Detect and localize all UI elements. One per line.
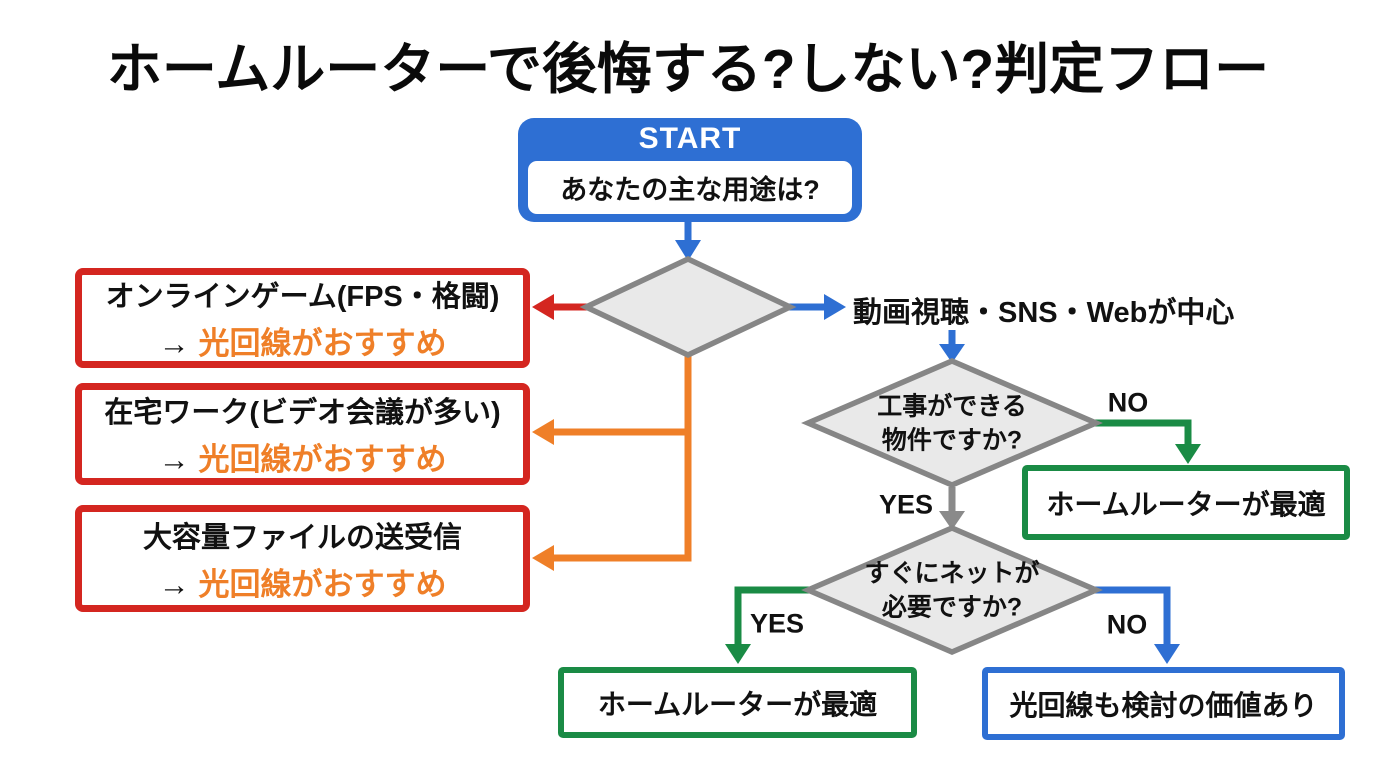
decision-construction-label: 工事ができる 物件ですか? [877,392,1027,454]
arrowhead-usage-to-video [824,294,846,320]
arrowhead-start-to-usage [675,240,701,261]
decision-construction-diamond [801,358,1103,488]
arrowhead-immediate-no [1154,644,1180,664]
arrowhead-usage-to-file [532,545,554,571]
branch-video-label: 動画視聴・SNS・Webが中心 [853,297,1235,329]
outcome-work-condition: 在宅ワーク(ビデオ会議が多い) [104,397,501,429]
arrowhead-video-to-construction [939,344,965,363]
label-construction-yes: YES [878,489,934,520]
page-title: ホームルーターで後悔する?しない?判定フロー [106,38,1270,100]
arrowhead-usage-to-game [532,294,554,320]
connector-usage-to-file [554,353,692,562]
decision-usage-diamond [579,255,797,359]
result-box-router-best-right: ホームルーターが最適 [1022,465,1350,540]
connector-immediate-no [1093,586,1171,644]
outcome-file-condition: 大容量ファイルの送受信 [142,521,462,554]
label-immediate-no: NO [1106,609,1148,640]
outcome-box-online-game: オンラインゲーム(FPS・格闘) →光回線がおすすめ [75,268,530,368]
arrowhead-immediate-yes [725,644,751,664]
arrowhead-construction-no [1175,444,1201,464]
decision-immediate-label: すぐにネットが 必要ですか? [864,559,1040,621]
arrow-glyph: → [158,326,190,361]
outcome-box-remote-work: 在宅ワーク(ビデオ会議が多い) →光回線がおすすめ [75,383,530,485]
decision-immediate-diamond [801,525,1103,655]
start-node: START あなたの主な用途は? [518,118,862,222]
arrowhead-construction-yes [939,511,965,530]
arrow-glyph: → [158,442,190,477]
result-box-router-best-left: ホームルーターが最適 [558,667,917,738]
outcome-file-recommendation: →光回線がおすすめ [158,566,447,602]
start-question: あなたの主な用途は? [528,161,852,214]
arrow-glyph: → [158,566,190,602]
label-immediate-yes: YES [749,608,805,639]
label-construction-no: NO [1107,387,1149,418]
outcome-work-recommendation: →光回線がおすすめ [158,442,447,477]
connector-construction-no [1093,419,1192,444]
connector-immediate-yes [734,586,811,644]
outcome-game-condition: オンラインゲーム(FPS・格闘) [105,281,500,313]
outcome-game-recommendation: →光回線がおすすめ [158,326,447,361]
result-box-fiber-worth: 光回線も検討の価値あり [982,667,1345,740]
outcome-box-large-files: 大容量ファイルの送受信 →光回線がおすすめ [75,505,530,612]
start-label: START [638,122,742,155]
arrowhead-usage-to-work [532,419,554,445]
